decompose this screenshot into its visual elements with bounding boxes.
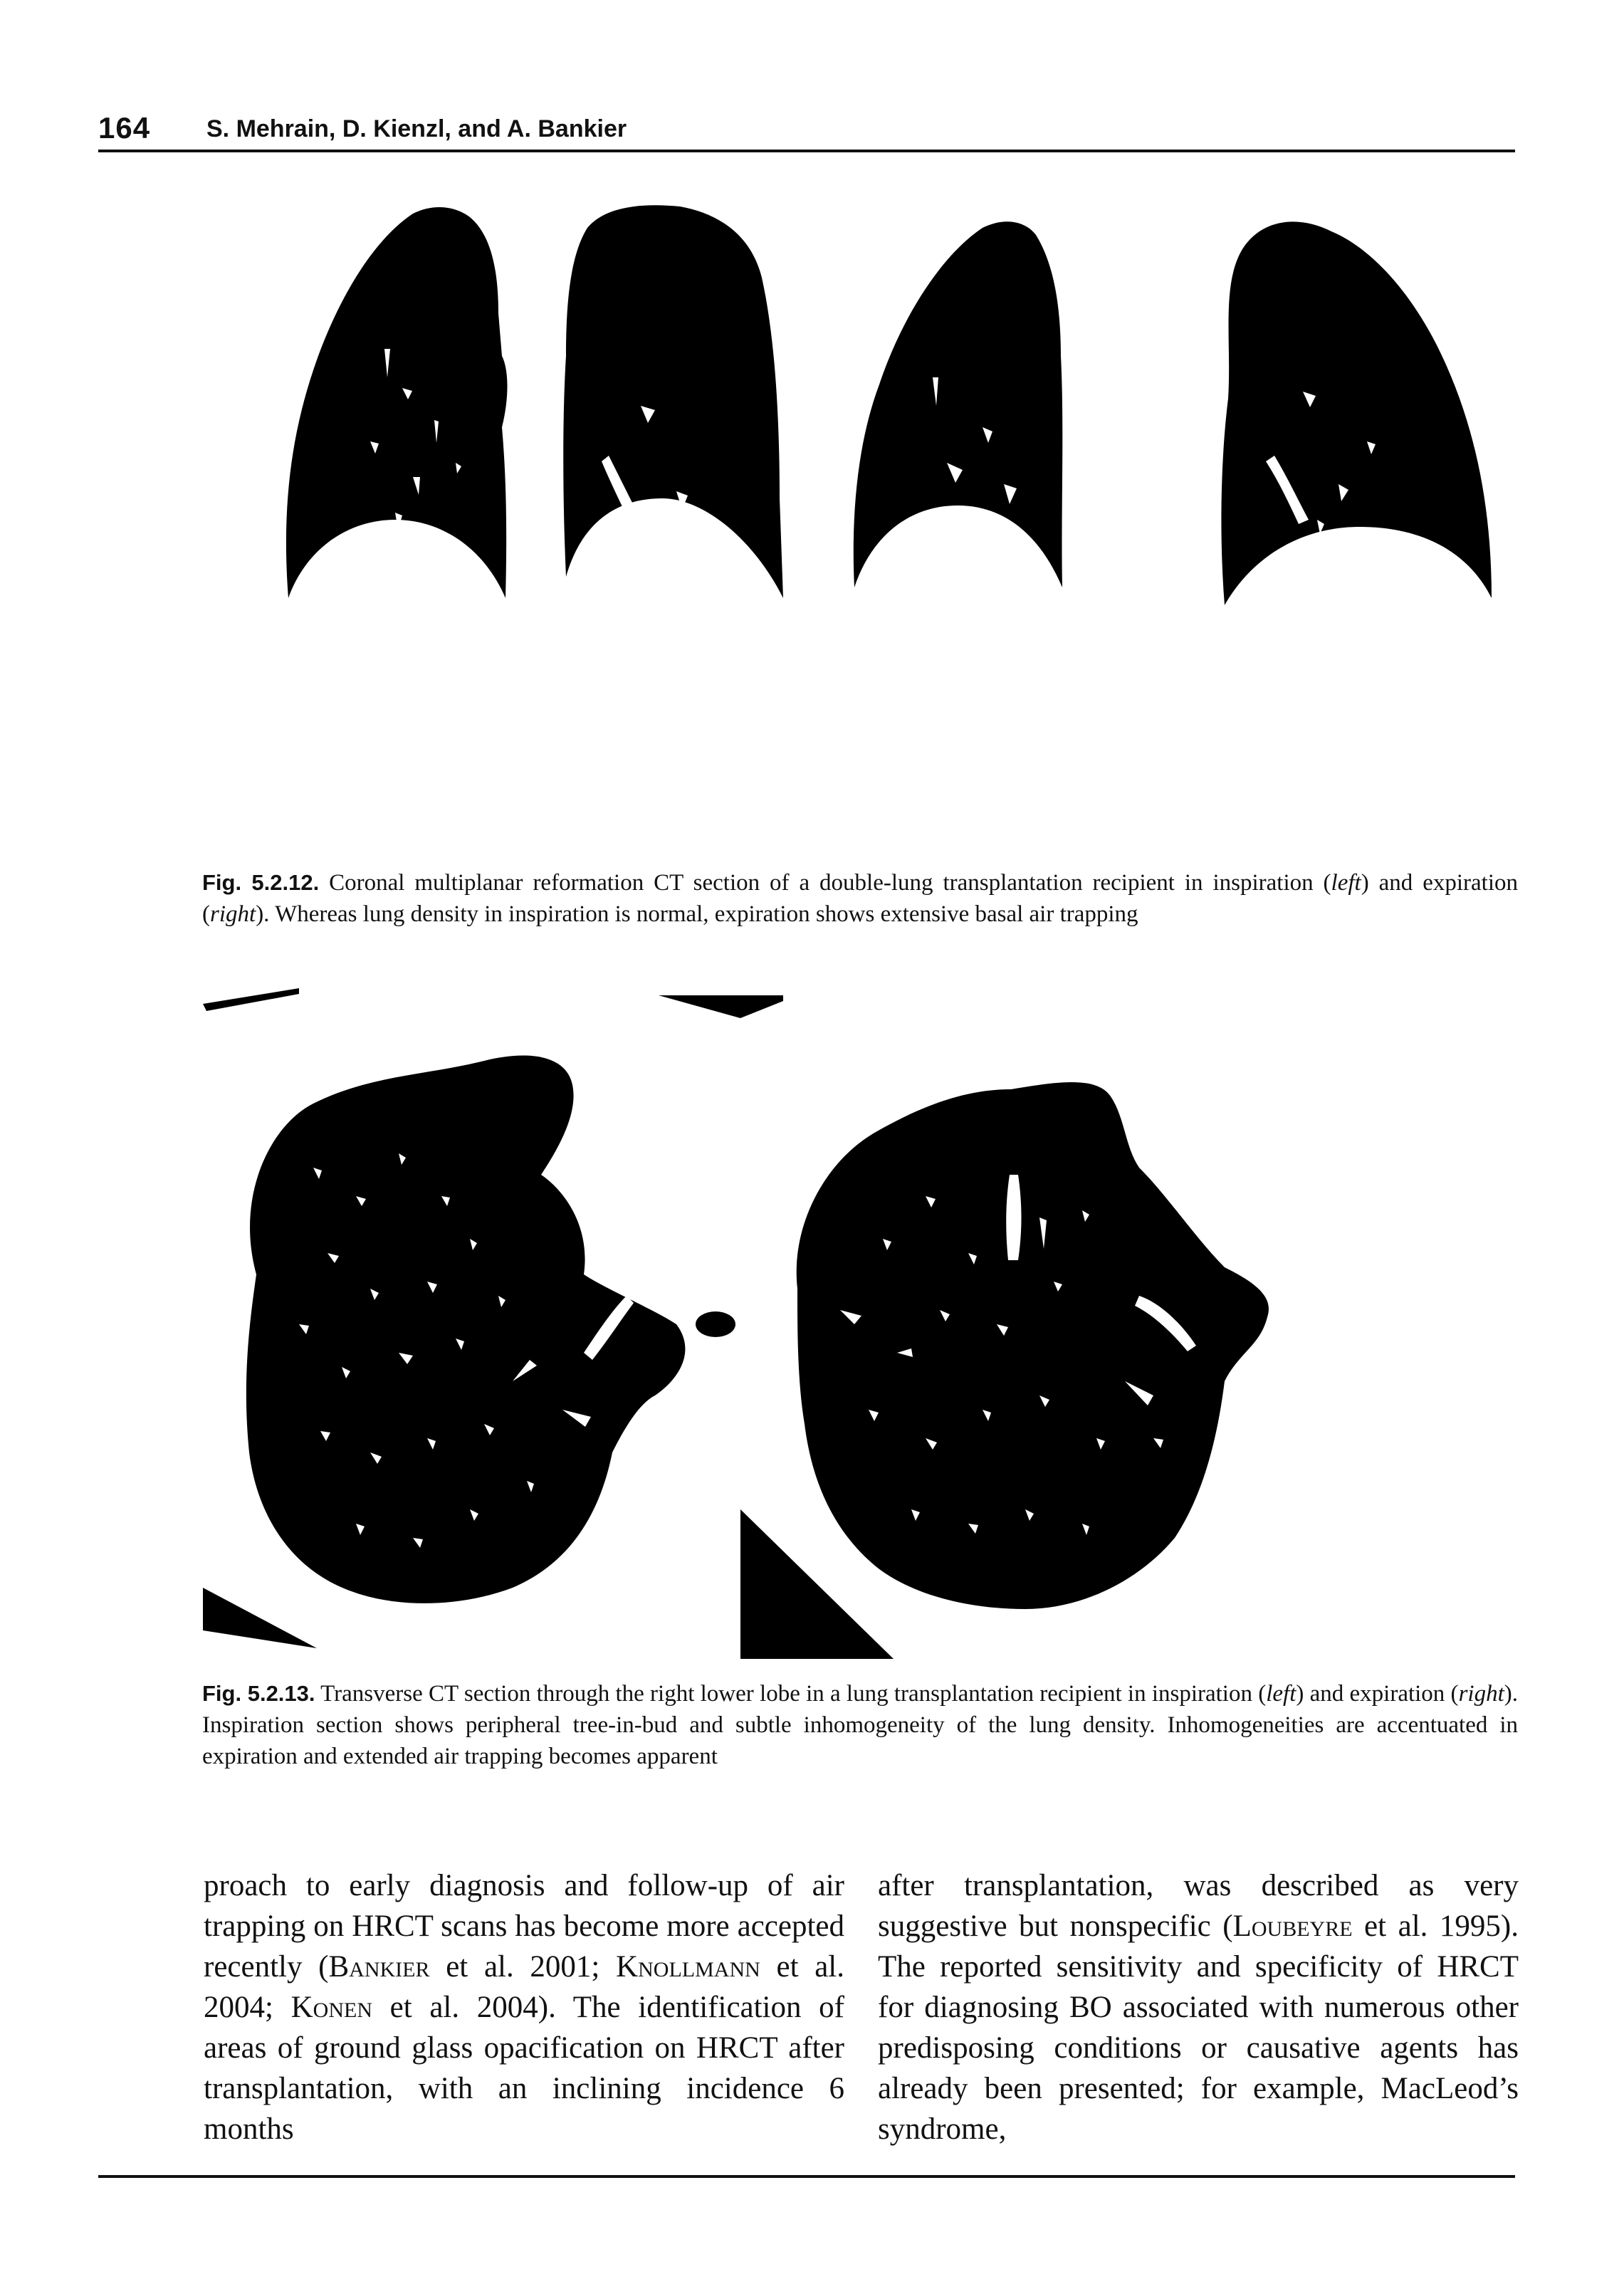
figure-1-caption: Fig. 5.2.12. Coronal multiplanar reforma…: [202, 867, 1518, 930]
body-left-text-b: et al. 2001;: [429, 1950, 617, 1984]
figure-1-caption-right: right: [210, 901, 256, 927]
figure-2-caption-right: right: [1458, 1681, 1504, 1707]
ct-coronal-inspiration-left-lung: [563, 205, 783, 599]
figure-1-label: Fig. 5.2.12.: [202, 870, 320, 895]
figure-2-caption-left: left: [1266, 1681, 1296, 1707]
ct-coronal-inspiration-right-lung: [285, 206, 508, 598]
figure-1-caption-text-b: ) and expiration (: [202, 870, 1518, 927]
figure-2-caption-text-a: Transverse CT section through the right …: [315, 1681, 1267, 1707]
ct-transverse-expiration: [796, 1082, 1269, 1609]
ct-panel-inspiration-markers: [203, 988, 317, 1648]
citation-author-konen: Konen: [290, 1991, 372, 2024]
figure-coronal-ct: [285, 205, 1492, 605]
body-left-text-a: proach to early diagnosis and follow-up …: [204, 1869, 844, 1984]
figure-2-caption-text-c: ). Inspiration section shows peripheral …: [202, 1681, 1518, 1769]
figure-2-caption: Fig. 5.2.13. Transverse CT section throu…: [202, 1678, 1518, 1772]
body-left-text-d: et al. 2004). The identification of area…: [204, 1991, 844, 2146]
figure-transverse-ct: [203, 988, 1269, 1659]
body-column-right: after transplantation, was described as …: [878, 1865, 1519, 2149]
body-column-left: proach to early diagnosis and follow-up …: [204, 1865, 844, 2149]
ct-coronal-expiration-right-lung: [853, 221, 1063, 587]
figure-1-caption-left: left: [1331, 870, 1361, 896]
footer-rule: [98, 2175, 1515, 2178]
citation-author-knollmann: Knollmann: [616, 1950, 760, 1984]
figure-1-caption-text-c: ). Whereas lung density in inspiration i…: [256, 901, 1138, 927]
ct-coronal-expiration-left-lung: [1221, 221, 1492, 605]
figure-2-caption-text-b: ) and expiration (: [1296, 1681, 1459, 1707]
body-left-text-c: et al. 2004;: [204, 1950, 845, 2024]
ct-transverse-inspiration: [246, 1055, 735, 1603]
ct-coronal-vessels: [370, 349, 1376, 545]
body-right-text-a: after transplantation, was described as …: [878, 1869, 1519, 1943]
ct-panel-expiration-markers: [659, 995, 894, 1659]
body-right-text-b: et al. 1995). The reported sensitivity a…: [878, 1910, 1519, 2146]
running-authors: S. Mehrain, D. Kienzl, and A. Bankier: [206, 115, 627, 142]
figure-1-caption-text-a: Coronal multiplanar reformation CT secti…: [319, 870, 1331, 896]
figure-2-label: Fig. 5.2.13.: [202, 1681, 315, 1706]
citation-author-loubeyre: Loubeyre: [1232, 1910, 1353, 1943]
ct-transverse-vessels: [299, 1153, 1196, 1548]
page-number: 164: [98, 111, 151, 145]
citation-author-bankier: Bankier: [328, 1950, 430, 1984]
running-header: 164 S. Mehrain, D. Kienzl, and A. Bankie…: [98, 107, 1515, 152]
